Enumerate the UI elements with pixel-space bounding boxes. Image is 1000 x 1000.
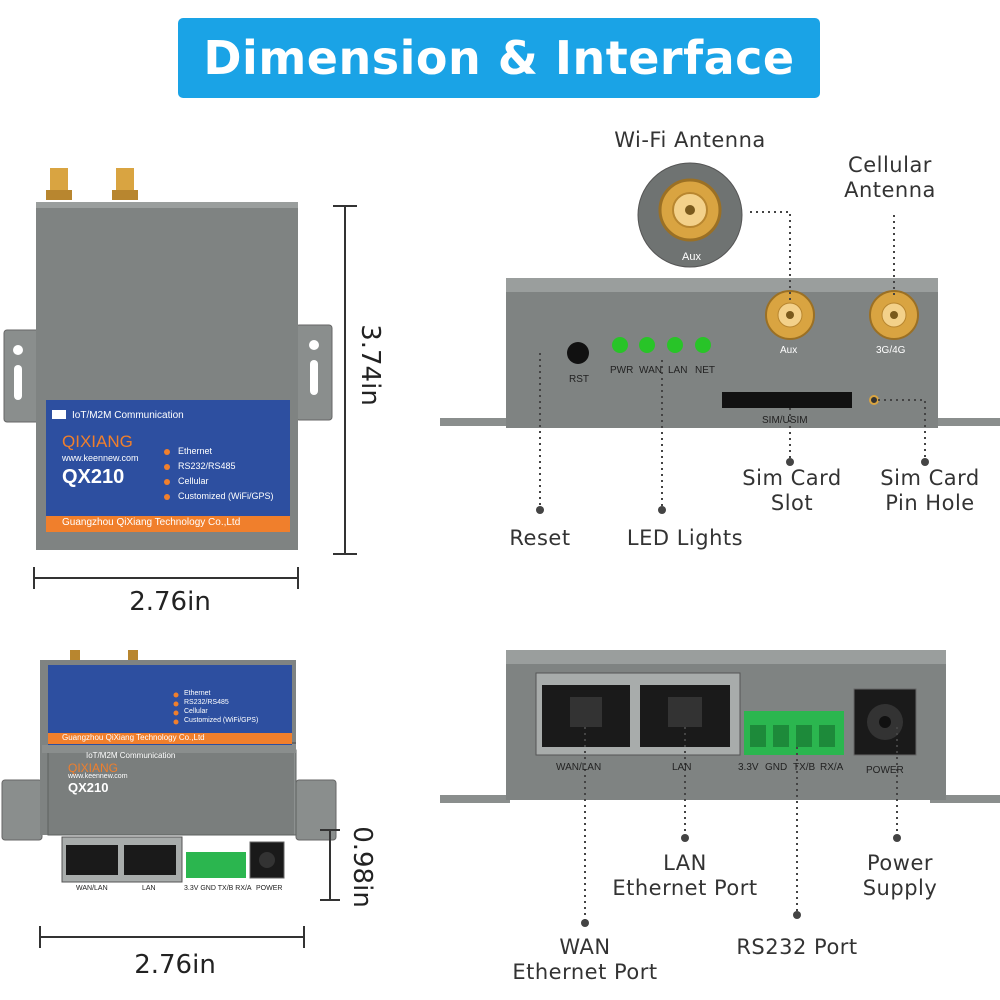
sim-slot-icon: [722, 392, 852, 408]
label-feature-small: RS232/RS485: [184, 699, 229, 706]
device-label-small: [48, 665, 292, 745]
led-icon: [639, 337, 655, 353]
led-icon: [667, 337, 683, 353]
label-feature-small: Customized (WiFi/GPS): [184, 717, 259, 724]
terminal-label: 3.3V: [738, 762, 759, 773]
callout-led-lights: LED Lights: [626, 526, 744, 550]
led-label: WAN: [639, 365, 662, 376]
dimension-height: 3.74in: [355, 324, 385, 406]
label-feature-small: Ethernet: [184, 690, 211, 697]
front-small-power: POWER: [256, 885, 283, 892]
label-feature: Ethernet: [178, 446, 213, 456]
lan-label: LAN: [672, 762, 692, 773]
label-brand: QIXIANG: [62, 432, 133, 451]
title-banner: Dimension & Interface: [178, 18, 820, 98]
led-label: NET: [695, 365, 715, 376]
led-label: PWR: [610, 365, 634, 376]
cellular-label: 3G/4G: [876, 345, 906, 356]
label-website: www.keennew.com: [62, 453, 139, 463]
led-icon: [695, 337, 711, 353]
label-brand-small: QIXIANG: [68, 761, 119, 775]
sim-pin-hole-icon: [869, 395, 879, 405]
dimension-width-front: 2.76in: [134, 950, 216, 980]
zoom-aux-label: Aux: [682, 251, 701, 263]
terminal-label: TX/B: [793, 762, 816, 773]
label-header-small: IoT/M2M Communication: [86, 751, 176, 760]
label-website-small: www.keennew.com: [68, 773, 128, 780]
front-small-lan: LAN: [142, 885, 156, 892]
sim-label: SIM/USIM: [762, 415, 808, 426]
terminal-label: RX/A: [820, 762, 844, 773]
label-feature: Customized (WiFi/GPS): [178, 491, 274, 501]
led-label: LAN: [668, 365, 688, 376]
label-feature: Cellular: [178, 476, 209, 486]
wan-lan-label: WAN/LAN: [556, 762, 602, 773]
label-feature: RS232/RS485: [178, 461, 236, 471]
terminal-block-icon: [186, 852, 246, 878]
aux-label: Aux: [780, 345, 798, 356]
wan-port-icon: [66, 845, 118, 875]
label-footer-small: Guangzhou QiXiang Technology Co.,Ltd: [62, 733, 205, 742]
front-small-terminal: 3.3V GND TX/B RX/A: [184, 885, 252, 892]
label-feature-small: Cellular: [184, 708, 208, 715]
banner-title: Dimension & Interface: [203, 31, 795, 85]
led-icon: [612, 337, 628, 353]
dimension-depth: 0.98in: [347, 826, 377, 908]
front-panel-view: [440, 650, 1000, 927]
power-label: POWER: [866, 765, 904, 776]
terminal-label: GND: [765, 762, 788, 773]
front-small-wanlan: WAN/LAN: [76, 885, 108, 892]
rst-label: RST: [569, 374, 589, 385]
label-model: QX210: [62, 466, 125, 488]
dimension-lines-top: [33, 205, 357, 589]
reset-button-icon: [567, 342, 589, 364]
back-panel-view: [440, 162, 1000, 514]
front-panel: [48, 750, 294, 835]
device-top-view: [3, 168, 333, 550]
label-model-small: QX210: [68, 780, 109, 795]
callout-reset: Reset: [509, 526, 571, 550]
label-footer: Guangzhou QiXiang Technology Co.,Ltd: [62, 517, 241, 528]
dimension-lines-front: [39, 829, 340, 948]
callout-rs232-port: RS232 Port: [736, 935, 858, 959]
lan-port-icon: [124, 845, 176, 875]
label-header: IoT/M2M Communication: [72, 410, 184, 421]
callout-wifi-antenna: Wi-Fi Antenna: [614, 128, 766, 152]
dimension-width-top: 2.76in: [129, 587, 211, 617]
device-front-view: [1, 650, 337, 883]
antenna-connector-icon: [46, 168, 138, 200]
